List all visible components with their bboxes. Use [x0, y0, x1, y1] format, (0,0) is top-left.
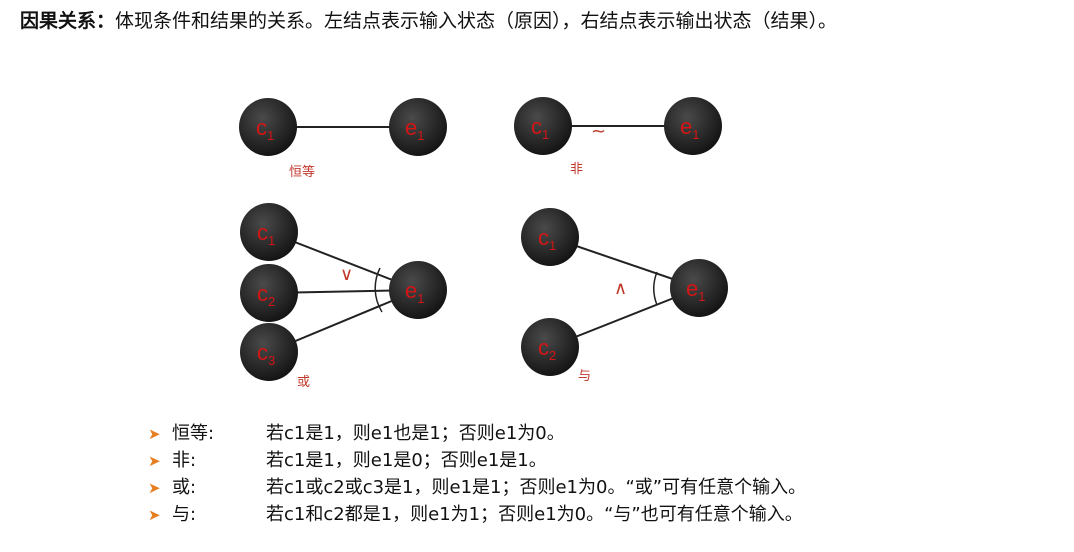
- node-subscript: 1: [692, 127, 699, 142]
- node-label: c: [256, 115, 267, 140]
- caption-identity: 恒等: [289, 164, 315, 180]
- rule-name: 与:: [172, 504, 197, 525]
- node-label: e: [405, 115, 417, 140]
- node-or-c3: c3: [240, 323, 298, 381]
- node-subscript: 2: [268, 294, 275, 309]
- svg-text:c2: c2: [257, 281, 275, 309]
- rule-text: 若c1和c2都是1，则e1为1；否则e1为0。“与”也可有任意个输入。: [266, 504, 803, 525]
- svg-text:e1: e1: [405, 278, 424, 306]
- diagram-identity: c1 e1 恒等: [239, 98, 447, 180]
- diagram-and: ∧ c1 c2 e1 与: [521, 208, 728, 384]
- node-not-e1: e1: [664, 97, 722, 155]
- rule-item-identity: ➤ 恒等: 若c1是1，则e1也是1；否则e1为0。: [148, 420, 806, 447]
- caption-or: 或: [297, 375, 310, 390]
- arrow-bullet-icon: ➤: [148, 479, 161, 497]
- node-subscript: 1: [417, 128, 424, 143]
- node-subscript: 1: [698, 289, 705, 304]
- node-not-c1: c1: [514, 97, 572, 155]
- rule-item-and: ➤ 与: 若c1和c2都是1，则e1为1；否则e1为0。“与”也可有任意个输入。: [148, 501, 806, 528]
- caption-not: 非: [570, 162, 583, 177]
- rule-text: 若c1或c2或c3是1，则e1是1；否则e1为0。“或”可有任意个输入。: [266, 477, 807, 498]
- arrow-bullet-icon: ➤: [148, 425, 161, 443]
- node-identity-e1: e1: [389, 98, 447, 156]
- svg-text:c1: c1: [257, 220, 275, 248]
- rule-item-not: ➤ 非: 若c1是1，则e1是0；否则e1是1。: [148, 447, 806, 474]
- rule-item-or: ➤ 或: 若c1或c2或c3是1，则e1是1；否则e1为0。“或”可有任意个输入。: [148, 474, 806, 501]
- node-and-c1: c1: [521, 208, 579, 266]
- node-or-c1: c1: [240, 203, 298, 261]
- node-label: e: [680, 114, 692, 139]
- svg-text:c1: c1: [538, 225, 556, 253]
- svg-text:e1: e1: [686, 276, 705, 304]
- node-label: c: [257, 340, 268, 365]
- node-subscript: 1: [542, 127, 549, 142]
- svg-text:c3: c3: [257, 340, 275, 368]
- rule-text: 若c1是1，则e1是0；否则e1是1。: [266, 450, 547, 471]
- heading-description: 体现条件和结果的关系。左结点表示输入状态（原因），右结点表示输出状态（结果）。: [115, 10, 838, 32]
- diagram-or: ∨ c1 c2 c3 e1 或: [240, 203, 447, 390]
- node-subscript: 1: [268, 233, 275, 248]
- node-and-c2: c2: [521, 318, 579, 376]
- rule-text: 若c1是1，则e1也是1；否则e1为0。: [266, 423, 565, 444]
- and-arc: [653, 271, 658, 306]
- page-heading: 因果关系：体现条件和结果的关系。左结点表示输入状态（原因），右结点表示输出状态（…: [20, 6, 837, 33]
- operator-and: ∧: [614, 278, 627, 299]
- node-subscript: 1: [267, 128, 274, 143]
- node-subscript: 2: [549, 348, 556, 363]
- node-or-c2: c2: [240, 264, 298, 322]
- svg-text:e1: e1: [680, 114, 699, 142]
- rule-name: 或:: [172, 477, 197, 498]
- node-subscript: 1: [417, 291, 424, 306]
- arrow-bullet-icon: ➤: [148, 506, 161, 524]
- svg-text:e1: e1: [405, 115, 424, 143]
- caption-and: 与: [578, 369, 591, 384]
- node-label: e: [405, 278, 417, 303]
- node-label: c: [538, 335, 549, 360]
- node-label: c: [257, 220, 268, 245]
- svg-text:c2: c2: [538, 335, 556, 363]
- rule-name: 非:: [172, 450, 197, 471]
- operator-or: ∨: [340, 264, 353, 285]
- svg-text:c1: c1: [256, 115, 274, 143]
- node-label: c: [538, 225, 549, 250]
- operator-not: ~: [591, 121, 606, 142]
- node-subscript: 3: [268, 353, 275, 368]
- node-subscript: 1: [549, 238, 556, 253]
- rules-list: ➤ 恒等: 若c1是1，则e1也是1；否则e1为0。 ➤ 非: 若c1是1，则e1是0；…: [148, 420, 806, 528]
- arrow-bullet-icon: ➤: [148, 452, 161, 470]
- heading-term: 因果关系：: [20, 10, 116, 32]
- or-arc: [374, 267, 383, 313]
- node-label: c: [257, 281, 268, 306]
- svg-text:c1: c1: [531, 114, 549, 142]
- node-label: c: [531, 114, 542, 139]
- node-label: e: [686, 276, 698, 301]
- node-identity-c1: c1: [239, 98, 297, 156]
- node-and-e1: e1: [670, 259, 728, 317]
- node-or-e1: e1: [389, 261, 447, 319]
- rule-name: 恒等:: [172, 423, 215, 444]
- diagram-not: ~ c1 e1 非: [514, 97, 722, 177]
